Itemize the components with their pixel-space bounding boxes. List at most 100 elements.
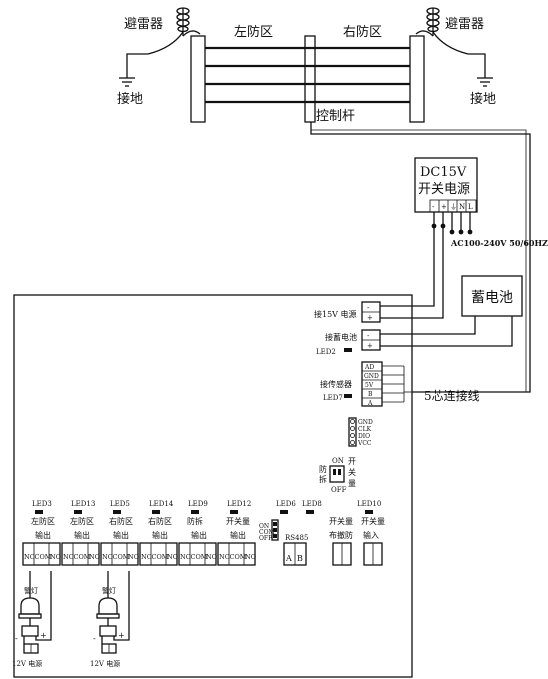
arm-disarm-line1: 开关量: [329, 516, 353, 526]
relay-output-6-com: COM: [230, 553, 247, 561]
sensor-pin-ad: AD: [364, 364, 374, 371]
switch-label-c: 量: [348, 479, 356, 488]
alarm-light-1-icon: [18, 597, 42, 637]
relay-output-6-terminal: [217, 542, 256, 566]
led10-label: LED10: [357, 500, 381, 508]
relay-output-4-com: COM: [152, 553, 169, 561]
alarm-light-2-label: 警灯: [102, 586, 116, 595]
terminal-15v-plus: +: [367, 314, 373, 322]
led8-indicator: [306, 510, 314, 514]
relay-output-1-no: NO: [50, 553, 61, 561]
lightning-arrester-right-label: 避雷器: [445, 17, 484, 32]
led10-indicator: [365, 510, 373, 514]
relay-output-5-terminal: [178, 542, 217, 566]
relay-output-2-terminal: [61, 542, 100, 566]
led8-label: LED8: [302, 500, 322, 508]
jumper-com-label: COM: [259, 529, 275, 536]
terminal-battery-plus: +: [367, 342, 373, 350]
tamper-switch: ON OFF 防 拆 开 关 量: [319, 457, 356, 494]
rs485-a-label: A: [285, 554, 292, 563]
tamper-label-a: 防: [319, 464, 327, 474]
controller-board: [13, 294, 413, 678]
psu-terminal-earth: ⏚: [450, 203, 457, 211]
terminal-sensor: AD GND 5V B A: [361, 361, 412, 407]
relay-output-4-led-label: LED14: [149, 500, 174, 508]
zone-right-label: 右防区: [343, 24, 382, 40]
led2-indicator: [344, 348, 352, 352]
ac-spec-label: AC100-240V 50/60HZ: [450, 238, 548, 248]
led6-label: LED6: [276, 500, 296, 508]
fence-post-right: [409, 35, 425, 123]
battery-label: 蓄电池: [471, 290, 513, 306]
relay-output-2-line2: 输出: [74, 530, 90, 540]
jumper-on-label: ON: [259, 523, 269, 530]
wire-battery-minus: [380, 316, 476, 335]
alarm-1-supply-label: 12V 电源: [12, 659, 42, 668]
ground-right-label: 接地: [470, 91, 496, 107]
switch-input-terminal: [363, 542, 383, 566]
jumper-off-label: OFF: [259, 535, 272, 542]
relay-output-4-nc: NC: [141, 553, 152, 561]
psu-terminal-l: L: [468, 203, 473, 211]
psu-title: DC15V: [420, 165, 467, 180]
switch-label-a: 开: [348, 457, 356, 466]
switch-input-line1: 开关量: [361, 516, 385, 526]
relay-output-3-com: COM: [113, 553, 130, 561]
conn-15v-label: 接15V 电源: [314, 309, 357, 319]
relay-output-3-line2: 输出: [113, 530, 129, 540]
relay-output-3-led-indicator: [113, 510, 121, 514]
relay-output-2-line1: 左防区: [70, 516, 94, 526]
tamper-on-label: ON: [332, 457, 344, 465]
relay-output-2-led-label: LED13: [71, 500, 95, 508]
zone-left-label: 左防区: [234, 24, 273, 40]
relay-output-3-line1: 右防区: [109, 516, 133, 526]
alarm-2-minus: -: [93, 634, 96, 643]
alarm-light-1: 警灯 - + 12V 电源: [12, 571, 52, 668]
alarm-light-2-wire-plus: [113, 571, 130, 641]
ground-left-label: 接地: [117, 91, 143, 107]
relay-output-3-terminal: [100, 542, 139, 566]
debug-pin-gnd: GND: [358, 419, 373, 426]
relay-output-5-led-label: LED9: [188, 500, 208, 508]
relay-output-1-led-label: LED3: [32, 500, 52, 508]
relay-output-5-nc: NC: [180, 553, 191, 561]
relay-output-2-no: NO: [89, 553, 100, 561]
control-rod-label: 控制杆: [316, 109, 355, 124]
psu-terminal-minus: -: [432, 203, 435, 211]
relay-output-5-led-indicator: [191, 510, 199, 514]
led6-indicator: [280, 510, 288, 514]
fence-assembly: 避雷器 接地 避雷器 接地 左防区 右防区 控制: [117, 7, 531, 393]
relay-output-2-nc: NC: [63, 553, 74, 561]
relay-output-4-led-indicator: [152, 510, 160, 514]
relay-output-1-nc: NC: [24, 553, 35, 561]
relay-output-5-no: NO: [206, 553, 217, 561]
conn-battery-label: 接蓄电池: [325, 332, 357, 342]
output-mode-jumper: ON COM OFF: [259, 519, 279, 542]
lightning-arrester-left-label: 避雷器: [124, 17, 163, 32]
alarm-light-1-label: 警灯: [24, 586, 38, 595]
relay-output-2-com: COM: [74, 553, 91, 561]
rs485-b-label: B: [297, 554, 303, 563]
wire-15v-plus: [380, 226, 444, 319]
relay-output-1-com: COM: [35, 553, 52, 561]
led2-label: LED2: [316, 348, 336, 356]
relay-output-3-no: NO: [128, 553, 139, 561]
relay-output-6-no: NO: [245, 553, 256, 561]
switch-input-line2: 输入: [363, 530, 379, 540]
relay-output-5-com: COM: [191, 553, 208, 561]
alarm-light-2: 警灯 - + 12V 电源: [90, 571, 130, 668]
control-rod: [304, 35, 316, 123]
relay-output-4-terminal: [139, 542, 178, 566]
rs485-terminal: RS485 A B: [283, 534, 308, 566]
relay-output-3-led-label: LED5: [110, 500, 130, 508]
debug-pin-vcc: VCC: [357, 440, 372, 447]
switch-label-b: 关: [348, 467, 356, 477]
arm-disarm-terminal: [332, 542, 352, 566]
alarm-2-plus: +: [118, 631, 125, 640]
fence-wires: [205, 46, 410, 104]
relay-output-1-terminal: [22, 542, 61, 566]
